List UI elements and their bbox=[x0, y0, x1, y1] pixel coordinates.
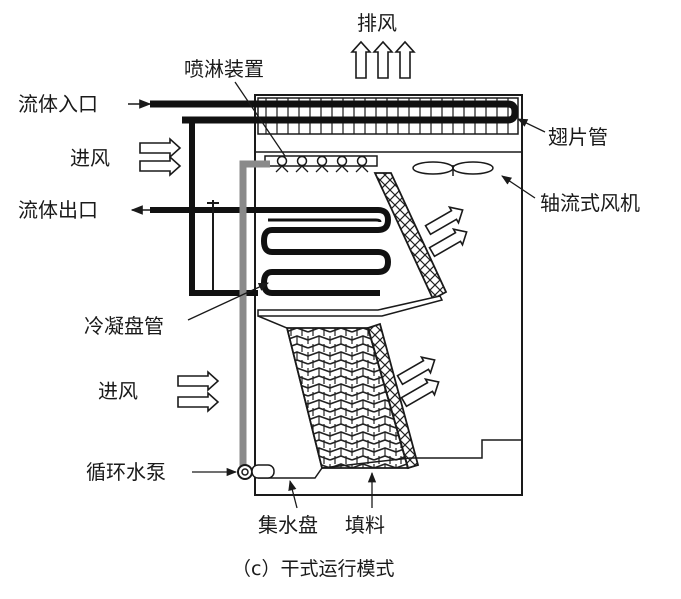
leader-spray bbox=[234, 81, 286, 157]
spray-nozzle bbox=[276, 155, 288, 167]
label-water-collecting-tray: 集水盘 bbox=[258, 513, 318, 537]
condenser-coil bbox=[150, 207, 392, 296]
label-air-intake-top: 进风 bbox=[70, 146, 110, 170]
spray-nozzle bbox=[356, 155, 368, 167]
internal-airflow-arrow bbox=[400, 378, 440, 408]
finned-tube bbox=[150, 100, 519, 124]
leader-finned-tube bbox=[517, 118, 546, 133]
spray-nozzle bbox=[316, 155, 328, 167]
label-axial-fan: 轴流式风机 bbox=[540, 191, 640, 215]
spray-nozzle bbox=[336, 155, 348, 167]
fluid-inlet-pipe bbox=[182, 117, 258, 296]
internal-airflow-arrow bbox=[424, 206, 464, 236]
airflow-arrows bbox=[139, 40, 468, 413]
spray-cone bbox=[275, 165, 289, 173]
fill-packing-edge bbox=[366, 322, 420, 470]
label-fluid-inlet: 流体入口 bbox=[18, 92, 98, 116]
air-intake-arrow bbox=[139, 137, 182, 159]
label-condenser-coil: 冷凝盘管 bbox=[84, 314, 164, 338]
label-circulating-pump: 循环水泵 bbox=[86, 460, 166, 484]
drift-eliminator bbox=[373, 172, 448, 301]
exhaust-arrow bbox=[394, 40, 416, 79]
circulating-pump bbox=[237, 464, 275, 480]
axial-fan bbox=[412, 161, 494, 176]
water-collecting-tray bbox=[258, 439, 522, 479]
separator-plate bbox=[257, 295, 444, 317]
spray-cone bbox=[355, 165, 369, 173]
spray-cone bbox=[335, 165, 349, 173]
label-spray-device: 喷淋装置 bbox=[184, 57, 264, 81]
label-fluid-outlet: 流体出口 bbox=[18, 198, 98, 222]
diagram-caption: （c）干式运行模式 bbox=[232, 558, 394, 580]
fill-funnel bbox=[257, 315, 323, 469]
air-intake-arrow bbox=[139, 155, 182, 177]
spray-cone bbox=[315, 165, 329, 173]
spray-nozzle bbox=[296, 155, 308, 167]
spray-cone bbox=[295, 165, 309, 173]
air-intake-arrow bbox=[177, 391, 220, 413]
leader-condenser-coil bbox=[187, 282, 269, 321]
exhaust-arrow bbox=[350, 40, 372, 79]
internal-airflow-arrow bbox=[428, 228, 468, 258]
label-fill-packing: 填料 bbox=[345, 513, 385, 537]
label-finned-tube: 翅片管 bbox=[548, 125, 608, 149]
internal-airflow-arrow bbox=[396, 356, 436, 386]
air-intake-arrow bbox=[177, 370, 220, 392]
label-exhaust: 排风 bbox=[357, 11, 397, 35]
water-riser-pipe bbox=[239, 160, 270, 470]
label-air-intake-bottom: 进风 bbox=[98, 379, 138, 403]
exhaust-arrow bbox=[372, 40, 394, 79]
condenser-coil-inner bbox=[268, 218, 382, 223]
leader-tray bbox=[288, 479, 298, 509]
leader-axial-fan bbox=[501, 175, 536, 199]
spray-nozzles bbox=[275, 155, 369, 173]
